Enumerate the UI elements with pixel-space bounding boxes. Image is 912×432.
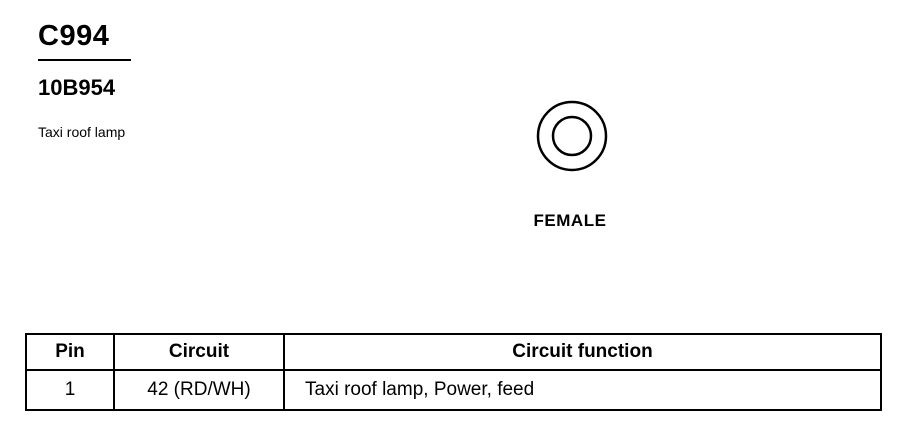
circuit-function-cell: Taxi roof lamp, Power, feed: [283, 369, 882, 411]
connector-gender-label: FEMALE: [533, 211, 607, 230]
circuit-cell: 42 (RD/WH): [113, 369, 285, 411]
pin-table-header-row: Pin Circuit Circuit function: [25, 333, 882, 371]
connector-id-underline: [38, 59, 131, 61]
circuit-column-header: Circuit: [113, 333, 285, 371]
circuit-function-column-header: Circuit function: [283, 333, 882, 371]
pin-cell: 1: [25, 369, 115, 411]
pin-table: Pin Circuit Circuit function 1 42 (RD/WH…: [25, 333, 882, 411]
connector-face-diagram: [536, 100, 608, 172]
connector-outer-ring: [536, 100, 608, 172]
connector-pin-socket: [551, 115, 593, 157]
part-number: 10B954: [38, 75, 116, 100]
pin-column-header: Pin: [25, 333, 115, 371]
connector-description: Taxi roof lamp: [38, 124, 126, 140]
table-row: 1 42 (RD/WH) Taxi roof lamp, Power, feed: [25, 369, 882, 411]
connector-id: C994: [38, 20, 110, 52]
